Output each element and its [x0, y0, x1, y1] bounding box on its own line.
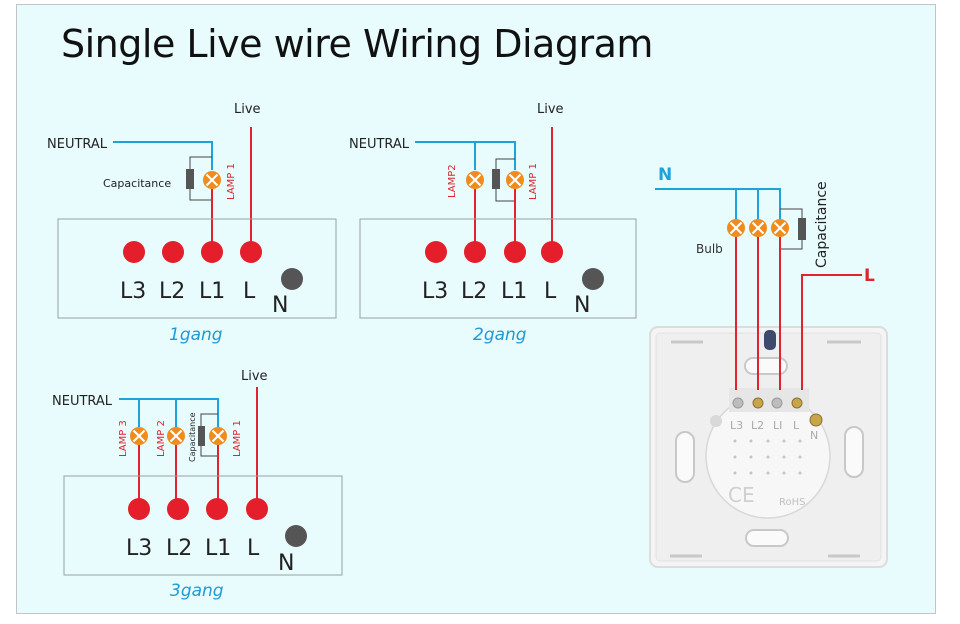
photo-terminal-label: LI [773, 419, 782, 432]
neutral-wire [415, 141, 516, 170]
switch-box [63, 475, 343, 576]
terminal-label-l1: L1 [501, 279, 527, 304]
gang-caption: 1gang [169, 325, 223, 345]
neutral-label: NEUTRAL [52, 394, 113, 409]
terminal-label-l2: L2 [461, 279, 487, 304]
mount-slot [744, 357, 788, 375]
neutral-wire [113, 141, 213, 170]
mount-slot [675, 431, 695, 483]
screw-terminal [771, 397, 783, 409]
terminal-l2 [162, 241, 184, 263]
mount-slot [745, 529, 789, 547]
switch-back-photo: L3 L2 LI L N CE RoHS [649, 326, 888, 568]
diagram-2gang: Live NEUTRAL LAMP2 LAMP 1 L3 L2 L1 L N 2… [349, 102, 637, 345]
terminal-label-l3: L3 [120, 279, 146, 304]
terminal-n [285, 525, 307, 547]
lamp-icon [208, 426, 228, 446]
terminal-n [281, 268, 303, 290]
vent-dots [733, 439, 802, 475]
capacitance-label: Capacitance [103, 177, 171, 190]
photo-live-wire [801, 274, 862, 390]
lamp-icon [129, 426, 149, 446]
terminal-label-l: L [544, 279, 557, 304]
photo-wiring: N Capacitance Bulb L [655, 165, 875, 390]
neutral-wire [119, 398, 219, 427]
photo-terminal-label: L2 [751, 419, 764, 432]
switch-box [359, 218, 637, 319]
terminal-l [246, 498, 268, 520]
photo-live-label: L [864, 266, 875, 286]
lamp-label: LAMP2 [447, 164, 458, 198]
screw-terminal-n [809, 413, 823, 427]
terminal-l2 [167, 498, 189, 520]
terminal-l1 [206, 498, 228, 520]
mount-slot [844, 426, 864, 478]
gang-caption: 3gang [170, 581, 224, 601]
terminal-label-l3: L3 [422, 279, 448, 304]
lamp-icon [505, 170, 525, 190]
bulb-label: Bulb [696, 242, 723, 256]
lamp-label: LAMP 1 [528, 163, 539, 200]
terminal-n [582, 268, 604, 290]
lamp-label: LAMP 2 [156, 420, 167, 457]
terminal-label-n: N [272, 293, 288, 318]
terminal-l3 [128, 498, 150, 520]
photo-terminal-label: L [793, 419, 800, 432]
photo-capacitance-label: Capacitance [814, 181, 830, 268]
lamp-label: LAMP 3 [118, 420, 129, 457]
ce-mark: CE [728, 483, 755, 507]
bulb-icon [770, 218, 790, 238]
terminal-label-l1: L1 [205, 536, 231, 561]
lamp-label: LAMP 1 [232, 420, 243, 457]
live-label: Live [537, 102, 564, 117]
capacitance-label: Capacitance [188, 412, 197, 462]
photo-terminal-label: L3 [730, 419, 743, 432]
neutral-label: NEUTRAL [349, 137, 410, 152]
neutral-label: NEUTRAL [47, 137, 108, 152]
page-title: Single Live wire Wiring Diagram [61, 22, 653, 66]
rohs-mark: RoHS [779, 497, 805, 508]
capacitor-icon [198, 426, 205, 446]
capacitor-icon [798, 218, 806, 240]
terminal-label-l3: L3 [126, 536, 152, 561]
screw-terminal [752, 397, 764, 409]
gang-caption: 2gang [473, 325, 527, 345]
capacitor-icon [492, 169, 500, 189]
terminal-l2 [464, 241, 486, 263]
diagram-1gang: Live NEUTRAL Capacitance LAMP 1 L3 L2 L1… [47, 102, 337, 345]
terminal-label-l2: L2 [159, 279, 185, 304]
terminal-label-n: N [278, 551, 294, 576]
terminal-l1 [201, 241, 223, 263]
photo-terminal-label-n: N [810, 429, 818, 442]
terminal-label-n: N [574, 293, 590, 318]
screw-terminal [791, 397, 803, 409]
lamp-icon [202, 170, 222, 190]
photo-neutral-label: N [658, 165, 672, 185]
terminal-label-l: L [247, 536, 260, 561]
live-label: Live [234, 102, 261, 117]
screw-terminal [732, 397, 744, 409]
capacitor-icon [186, 169, 194, 189]
terminal-l3 [425, 241, 447, 263]
terminal-l [240, 241, 262, 263]
lamp-label: LAMP 1 [226, 163, 237, 200]
terminal-l1 [504, 241, 526, 263]
lamp-icon [166, 426, 186, 446]
live-label: Live [241, 369, 268, 384]
diagram-3gang: Live NEUTRAL Capacitance LAMP 3 LAMP 2 L… [52, 369, 343, 601]
terminal-label-l: L [243, 279, 256, 304]
terminal-l [541, 241, 563, 263]
switch-box [57, 218, 337, 319]
terminal-label-l2: L2 [166, 536, 192, 561]
bulb-icon [726, 218, 746, 238]
terminal-l3 [123, 241, 145, 263]
lamp-icon [465, 170, 485, 190]
terminal-label-l1: L1 [199, 279, 225, 304]
bulb-icon [748, 218, 768, 238]
